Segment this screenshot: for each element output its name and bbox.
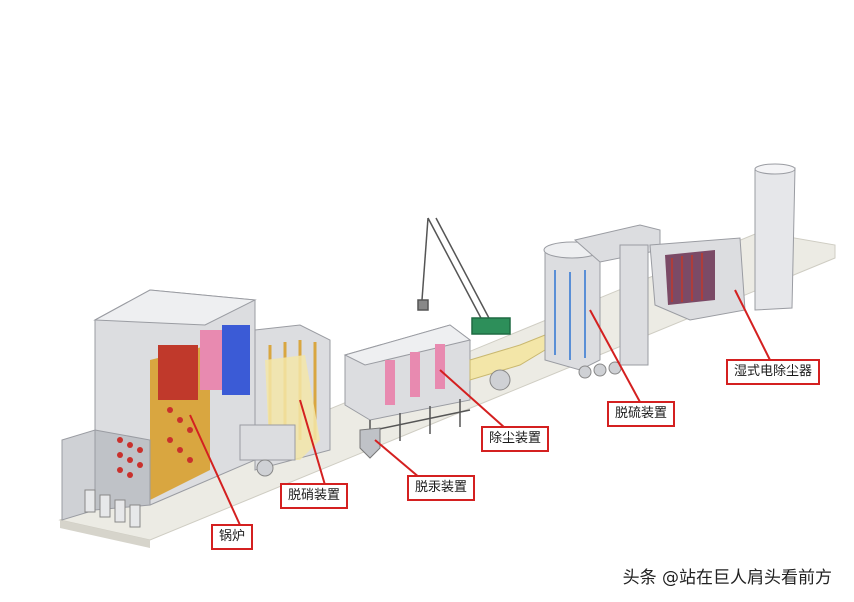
mercury-removal-vessel — [359, 427, 381, 459]
heat-surface-red — [158, 345, 198, 400]
wet-esp-label: 湿式电除尘器 — [726, 359, 821, 385]
boiler-mills — [84, 489, 141, 528]
desulfurization-label: 脱硫装置 — [607, 401, 676, 427]
heat-surface-blue — [222, 325, 250, 395]
leader-lines — [189, 289, 771, 526]
crane-base — [471, 317, 511, 335]
heat-surface-pink — [200, 330, 222, 390]
leader-dust — [439, 369, 506, 429]
chimney — [754, 163, 796, 311]
boiler-burners — [117, 407, 193, 478]
ground-edge — [60, 520, 150, 548]
leader-denitration — [299, 399, 326, 486]
denitration-unit — [239, 324, 331, 477]
wet-esp-unit — [649, 237, 746, 321]
watermark-text: 头条 @站在巨人肩头看前方 — [622, 568, 832, 588]
boiler-unit — [61, 289, 257, 528]
desulfurization-unit — [543, 224, 661, 379]
crane — [417, 217, 511, 335]
boiler-label: 锅炉 — [211, 524, 254, 550]
denitration-label: 脱硝装置 — [280, 483, 349, 509]
leader-desulfurization — [589, 309, 641, 403]
leader-boiler — [189, 414, 241, 526]
dust-removal-unit — [343, 324, 472, 459]
dust-removal-label: 除尘装置 — [481, 426, 550, 452]
leader-mercury — [374, 439, 421, 479]
leader-wetesp — [734, 289, 771, 361]
mercury-removal-label: 脱汞装置 — [407, 475, 476, 501]
